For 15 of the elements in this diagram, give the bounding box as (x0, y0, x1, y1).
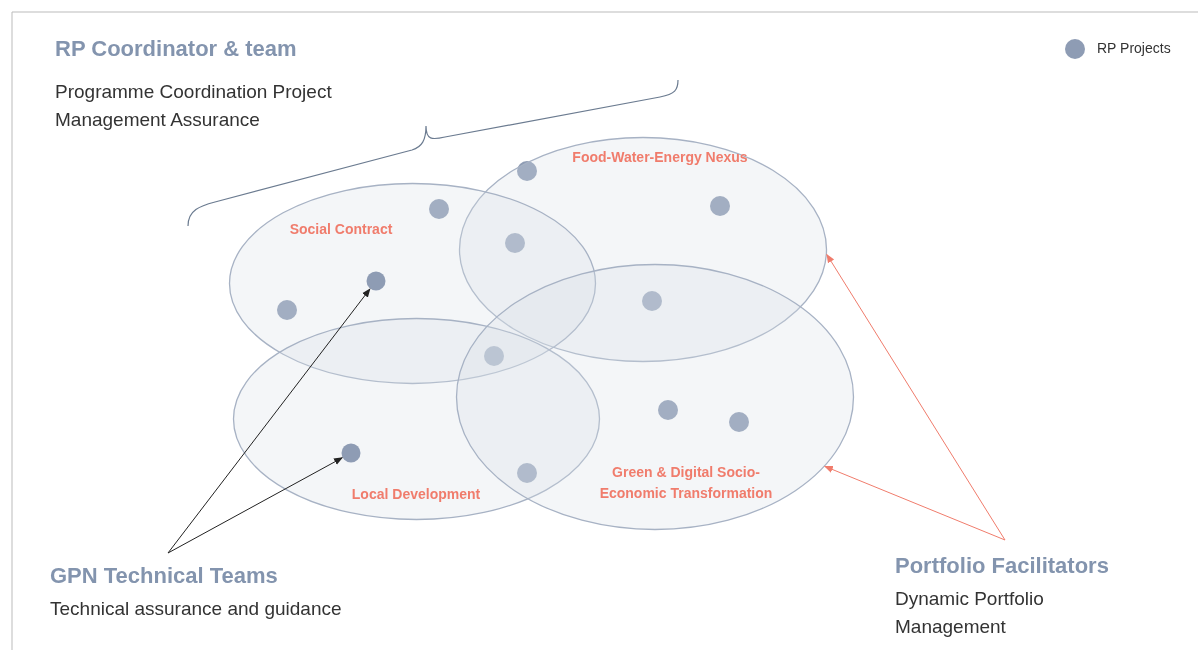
theme-label: Local Development (350, 485, 482, 504)
arrow (167, 288, 371, 554)
team-heading: GPN Technical Teams (50, 563, 279, 589)
legend-label: RP Projects (1097, 40, 1171, 56)
team-description: Dynamic Portfolio Management (895, 587, 1045, 639)
theme-label: Green & Digital Socio-Economic Transformation (598, 463, 774, 503)
team-heading: Portfolio Facilitators (895, 553, 1110, 579)
team-heading: RP Coordinator & team (55, 36, 297, 62)
arrow (826, 253, 1006, 541)
arrow (167, 457, 343, 554)
theme-label: Food-Water-Energy Nexus (571, 148, 749, 167)
arrow (823, 465, 1006, 541)
theme-label: Social Contract (288, 220, 394, 239)
team-description: Programme Coordination Project Management Assurance (55, 80, 333, 132)
team-description: Technical assurance and guidance (50, 597, 343, 621)
